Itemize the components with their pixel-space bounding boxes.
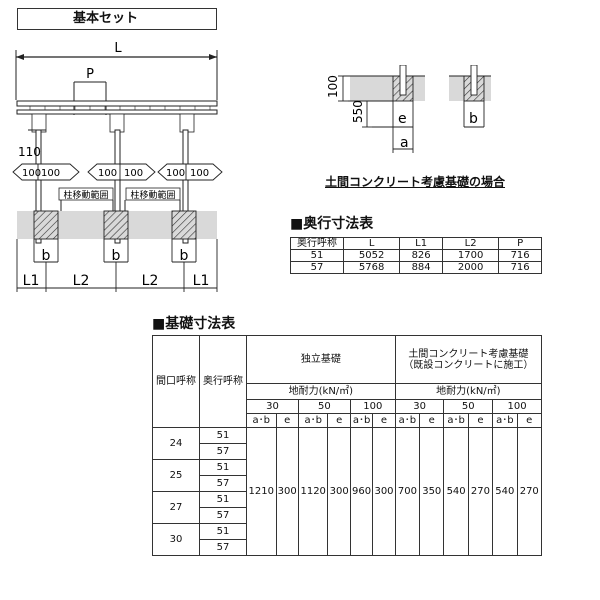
label-a: a	[400, 135, 409, 151]
label-b: b	[469, 111, 478, 127]
svg-text:100: 100	[166, 168, 185, 179]
label-P: P	[86, 67, 94, 82]
svg-text:L1: L1	[23, 273, 40, 289]
footings	[33, 210, 197, 240]
roof-bottom	[16, 109, 218, 115]
table-row: 奥行呼称 L L1 L2 P	[290, 237, 542, 250]
svg-text:b: b	[112, 248, 121, 264]
svg-text:100: 100	[124, 168, 143, 179]
page-title: 基本セット	[17, 8, 217, 30]
table-row: 57	[153, 539, 542, 556]
label-550: 550	[351, 100, 365, 123]
depth-table-title: ■奥行寸法表	[290, 216, 374, 232]
svg-text:100: 100	[22, 168, 41, 179]
label-e: e	[398, 111, 407, 127]
svg-text:100: 100	[190, 168, 209, 179]
post-range-label-1: 柱移動範囲	[63, 189, 108, 201]
post-range-arrows	[12, 163, 223, 181]
label-L: L	[114, 41, 122, 56]
label-110: 110	[18, 145, 41, 159]
post-range-label-2: 柱移動範囲	[130, 189, 175, 201]
label-100: 100	[326, 75, 340, 98]
svg-text:100: 100	[41, 168, 60, 179]
svg-text:L2: L2	[73, 273, 90, 289]
svg-text:b: b	[180, 248, 189, 264]
foundation-table: 間口呼称 奥行呼称 独立基礎 土間コンクリート考慮基礎（既設コンクリートに施工）…	[152, 335, 543, 556]
roof-top	[16, 100, 218, 107]
roof-ribs	[29, 106, 211, 110]
svg-text:L1: L1	[193, 273, 210, 289]
foundation-table-title: ■基礎寸法表	[152, 316, 236, 332]
svg-text:L2: L2	[142, 273, 159, 289]
table-row: 24 51 1210 300 1120 300 960 300 700 350 …	[152, 427, 543, 556]
svg-text:b: b	[42, 248, 51, 264]
svg-text:100: 100	[98, 168, 117, 179]
foundation-caption: 土間コンクリート考慮基礎の場合	[325, 175, 506, 189]
carport-side-diagram: L P 110 100 100	[12, 41, 223, 292]
foundation-detail-diagram: 100 550 e a b	[326, 65, 491, 153]
